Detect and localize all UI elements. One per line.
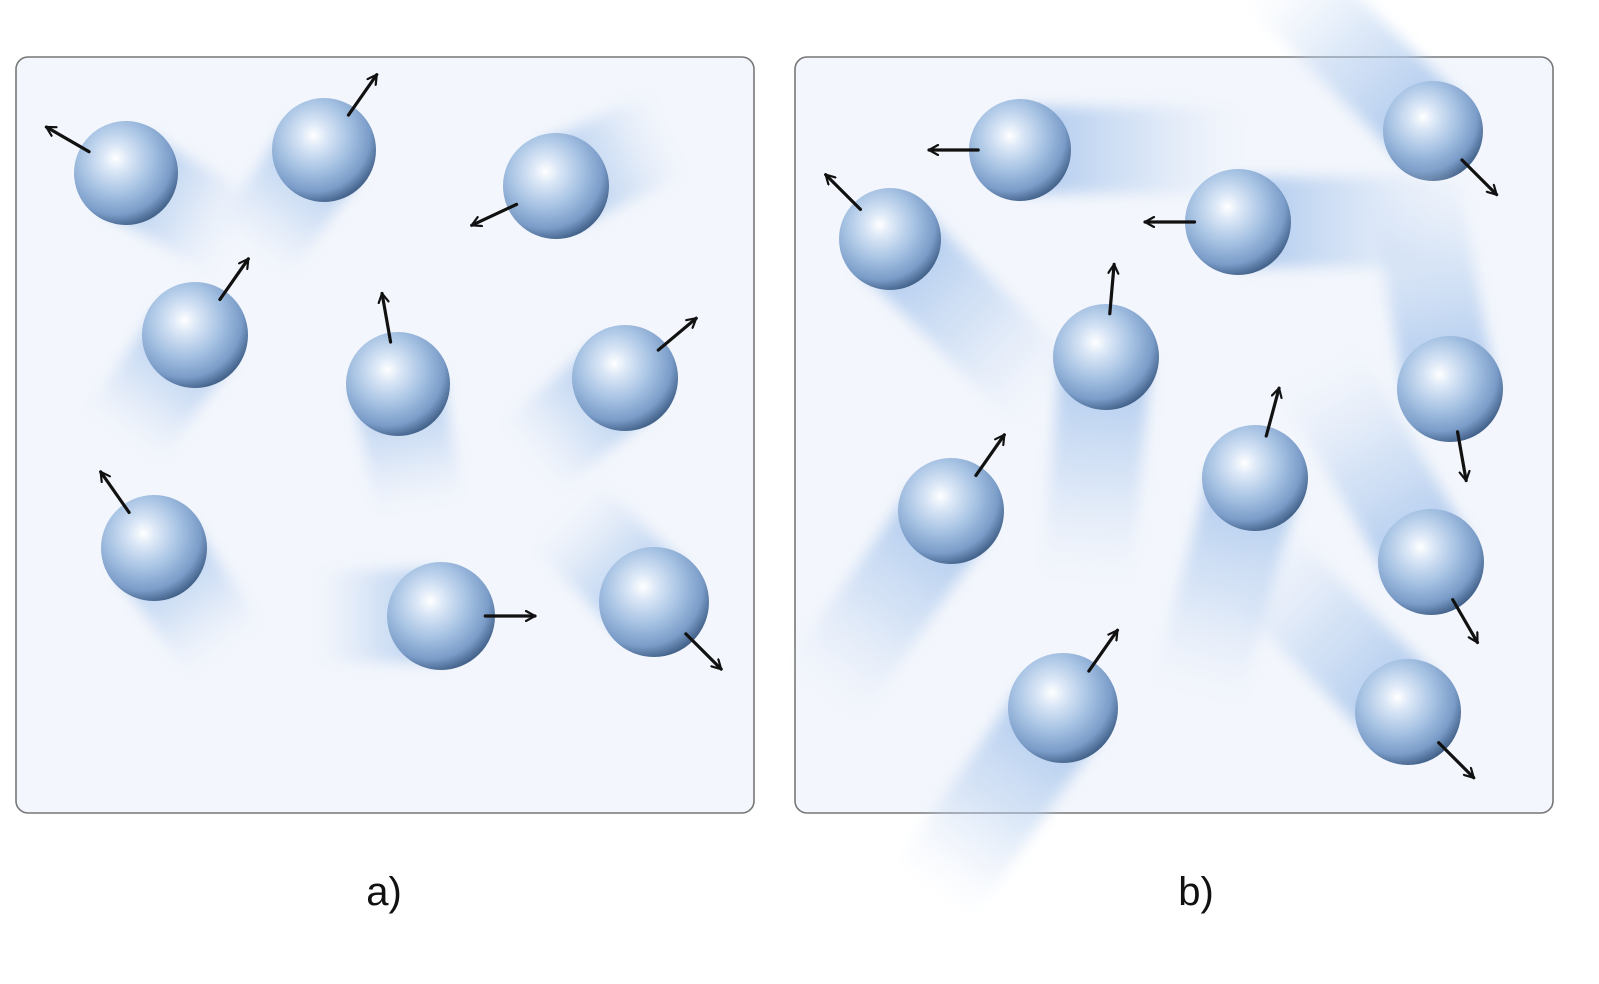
particle-sphere (142, 282, 248, 388)
velocity-arrow (44, 125, 91, 154)
particle-sphere (898, 458, 1004, 564)
particle (892, 628, 1120, 924)
particle-sphere (503, 133, 609, 239)
velocity-arrow (346, 73, 379, 117)
particle (1276, 340, 1484, 645)
velocity-arrow (1455, 430, 1467, 483)
velocity-arrow (1264, 386, 1279, 438)
velocity-arrow (218, 257, 250, 301)
particle (1240, 0, 1499, 197)
motion-trail (1041, 353, 1151, 591)
velocity-arrow (470, 202, 519, 225)
particle-sphere (1053, 304, 1159, 410)
particle-sphere (572, 325, 678, 431)
velocity-arrow (1451, 598, 1480, 645)
particle (44, 121, 261, 277)
particle (496, 316, 698, 497)
particle (824, 173, 1084, 433)
particle-sphere (1383, 81, 1483, 181)
motion-trail (1365, 154, 1495, 397)
particle-sphere (599, 547, 709, 657)
velocity-arrow (1087, 628, 1120, 673)
panel-a (44, 73, 723, 681)
particle (529, 477, 723, 671)
particle-sphere (839, 188, 941, 290)
particle-sphere (387, 562, 495, 670)
velocity-arrow (99, 470, 131, 514)
panel-b (782, 0, 1503, 924)
particle-sphere (346, 332, 450, 436)
particle (213, 73, 379, 282)
particle (782, 433, 1006, 726)
velocity-arrow (974, 433, 1006, 477)
particle-sphere (1355, 659, 1461, 765)
panel-a-caption: a) (366, 870, 402, 914)
particle-sphere (969, 99, 1071, 201)
velocity-arrow (1110, 262, 1114, 316)
velocity-arrow (684, 632, 723, 671)
particle (311, 562, 537, 670)
particle-sphere (74, 121, 178, 225)
panel-b-caption: b) (1178, 870, 1214, 914)
particle (470, 90, 693, 239)
velocity-arrow (824, 173, 863, 212)
particle-sphere (1185, 169, 1291, 275)
velocity-arrow (656, 316, 698, 352)
velocity-arrow (382, 291, 393, 344)
particle (346, 291, 465, 520)
particle (1365, 154, 1503, 483)
particle-sphere (1397, 336, 1503, 442)
velocity-arrow (1460, 158, 1499, 197)
particle (83, 257, 250, 468)
particle-sphere (101, 495, 207, 601)
particle (1041, 262, 1159, 591)
particle-sphere (1008, 653, 1118, 763)
particle-sphere (1378, 509, 1484, 615)
particle (99, 470, 266, 681)
particle-sphere (272, 98, 376, 202)
velocity-arrow (1437, 741, 1476, 780)
particle-sphere (1202, 425, 1308, 531)
particle (1213, 517, 1476, 780)
